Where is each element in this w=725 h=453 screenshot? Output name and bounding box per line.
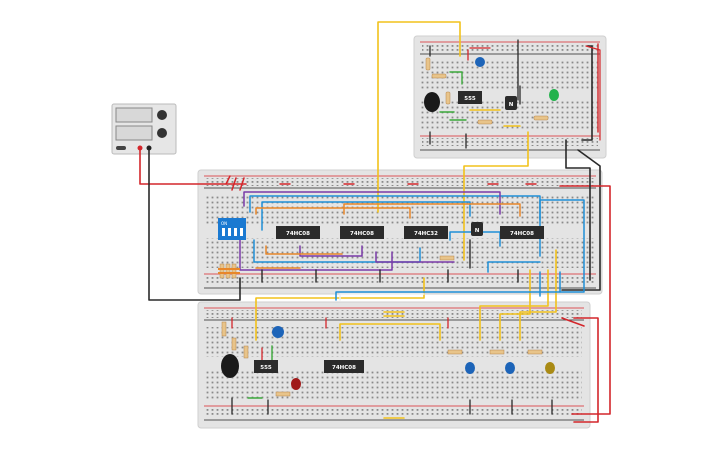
svg-text:74HC08: 74HC08	[350, 231, 374, 237]
svg-text:N: N	[475, 228, 480, 234]
transistor-top	[505, 96, 517, 110]
chip-74hc08-bottom	[324, 360, 364, 373]
resistor	[431, 73, 447, 79]
top-board-components[interactable]: 555 N	[424, 57, 559, 125]
svg-text:74HC08: 74HC08	[286, 231, 310, 237]
ceramic-capacitor-bottom	[272, 326, 284, 338]
wire-yellow-long	[377, 21, 461, 213]
power-supply[interactable]	[111, 103, 177, 155]
red-led	[291, 378, 301, 390]
blue-led-1	[465, 362, 475, 374]
resistor	[445, 91, 451, 105]
blue-led-2	[505, 362, 515, 374]
chip-555-top-label: 555	[464, 96, 476, 102]
resistor	[533, 115, 549, 121]
resistor	[477, 119, 493, 125]
ceramic-capacitor	[475, 57, 485, 67]
chip-555-top	[458, 91, 482, 104]
svg-text:N: N	[509, 102, 514, 108]
chip-555-bottom	[254, 360, 278, 373]
wire-red-psu	[139, 149, 247, 185]
transistor-main	[471, 222, 483, 236]
svg-text:74HC08: 74HC08	[510, 231, 534, 237]
svg-text:74HC32: 74HC32	[414, 231, 438, 237]
electrolytic-capacitor	[424, 92, 440, 112]
svg-text:ON: ON	[221, 221, 227, 226]
electrolytic-capacitor-bottom	[221, 354, 239, 378]
bottom-board-components[interactable]: 555 74HC08	[221, 321, 555, 397]
green-led	[549, 89, 559, 101]
chip-74hc08-4	[500, 226, 544, 239]
positive-terminal[interactable]	[137, 145, 143, 151]
svg-text:74HC08: 74HC08	[332, 365, 356, 371]
chip-74hc08-1	[276, 226, 320, 239]
chip-74hc32	[404, 226, 448, 239]
wires[interactable]	[139, 21, 611, 423]
wire-black-psu	[148, 149, 241, 301]
chip-74hc08-2	[340, 226, 384, 239]
negative-terminal[interactable]	[146, 145, 152, 151]
resistor	[425, 57, 431, 71]
yellow-led	[545, 362, 555, 374]
svg-text:555: 555	[260, 365, 272, 371]
main-board-components[interactable]: ON 74HC08 74HC08 74HC32 74HC08 N	[218, 218, 544, 279]
